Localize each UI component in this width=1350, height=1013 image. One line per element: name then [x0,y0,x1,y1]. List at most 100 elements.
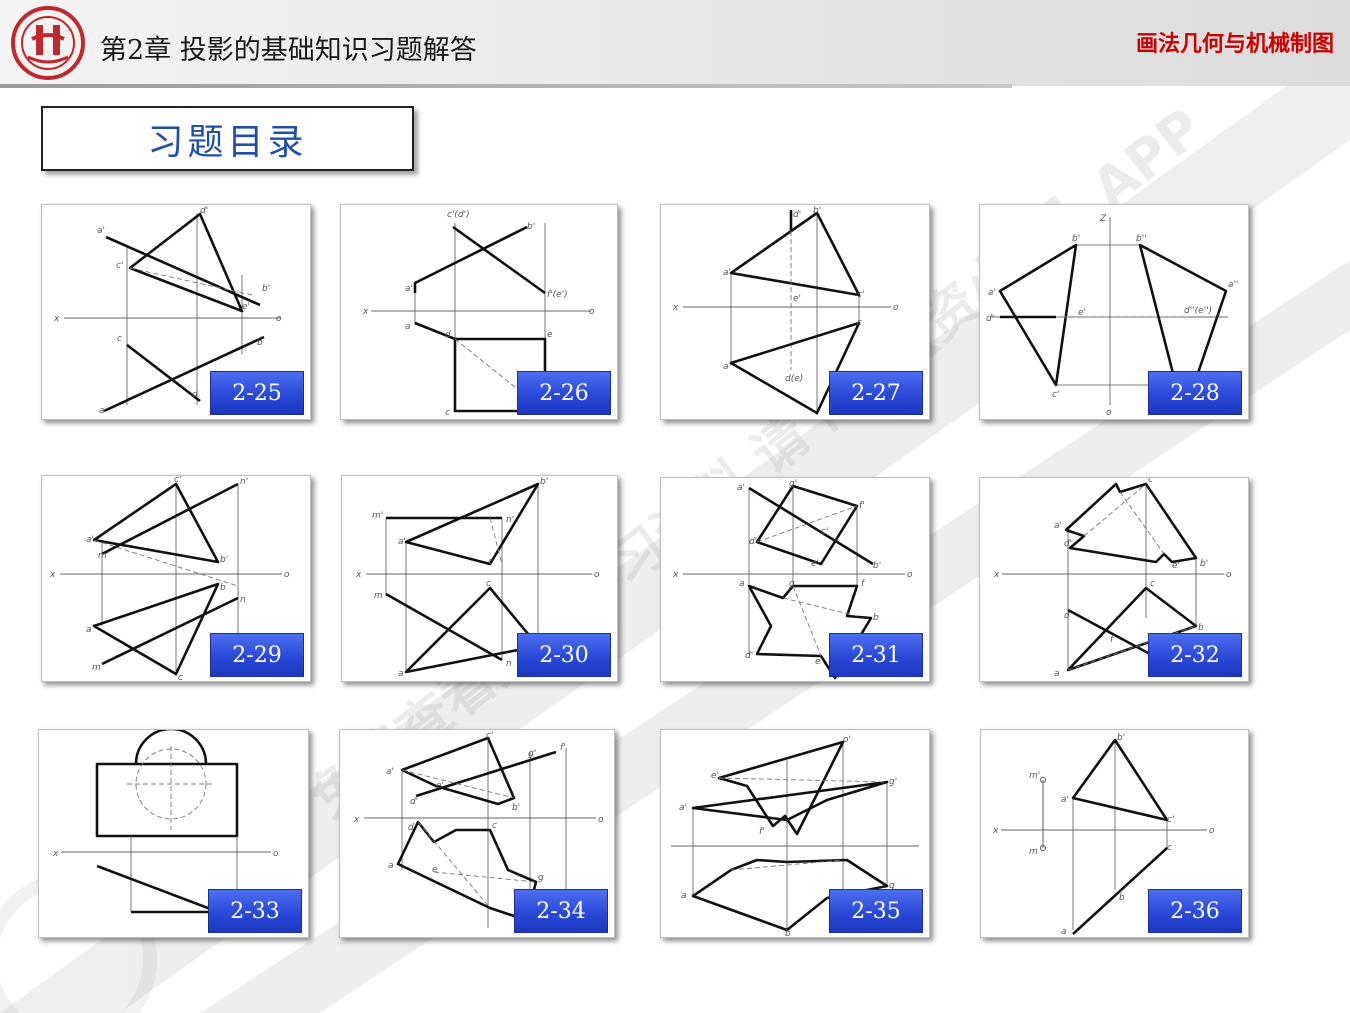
svg-text:a: a [723,362,729,372]
svg-text:d: d [445,330,451,340]
svg-text:b': b' [1117,733,1125,743]
svg-text:m: m [1029,847,1038,857]
svg-text:e: e [815,657,821,667]
svg-text:b: b [873,613,879,623]
exercise-badge[interactable]: 2-32 [1148,633,1242,677]
svg-text:c: c [1150,579,1155,589]
svg-text:c': c' [1167,815,1174,825]
svg-text:o: o [907,570,913,580]
svg-text:a: a [86,625,92,635]
svg-text:n: n [240,595,246,605]
svg-text:a'': a'' [1228,280,1238,290]
svg-text:a: a [739,579,745,589]
exercise-badge[interactable]: 2-31 [829,633,923,677]
exercise-badge[interactable]: 2-30 [517,633,611,677]
svg-text:x: x [52,849,59,859]
svg-text:b': b' [527,222,535,232]
svg-text:e': e' [1078,308,1086,318]
svg-text:o: o [1209,826,1215,836]
svg-text:a': a' [1061,795,1069,805]
svg-text:e: e [432,865,438,875]
svg-text:c'(d'): c'(d') [447,210,470,220]
svg-text:m': m' [1029,771,1040,781]
svg-text:e: e [547,330,553,340]
svg-text:a: a [1054,669,1060,679]
svg-text:g': g' [528,749,536,759]
svg-text:a: a [681,891,687,901]
svg-text:c: c [117,334,122,344]
svg-text:d: d [1064,611,1070,621]
svg-text:x: x [672,303,679,313]
section-label: 习题目录 [147,121,308,163]
svg-text:b': b' [540,477,548,487]
exercise-badge[interactable]: 2-35 [829,889,923,933]
svg-text:o: o [594,570,600,580]
university-logo [11,6,85,80]
svg-text:m: m [92,663,101,673]
svg-text:a': a' [723,268,731,278]
svg-text:c: c [857,318,862,328]
svg-text:o: o [589,307,595,317]
svg-text:o': o' [843,735,851,745]
svg-text:b': b' [1072,234,1080,244]
svg-text:c': c' [486,731,493,741]
svg-text:f': f' [859,501,865,511]
svg-text:a': a' [1054,521,1062,531]
projection-figure: o'e' a'g' f'a gb [671,735,919,937]
svg-text:d': d' [410,797,418,807]
exercise-badge[interactable]: 2-28 [1148,371,1242,415]
svg-text:c': c' [116,261,123,271]
svg-text:b: b [257,338,263,348]
svg-text:e': e' [711,771,719,781]
exercise-badge[interactable]: 2-26 [517,371,611,415]
svg-text:c: c [486,579,491,589]
svg-text:n: n [506,659,512,669]
exercise-badge[interactable]: 2-29 [210,633,304,677]
svg-text:c': c' [821,527,828,537]
exercise-badge[interactable]: 2-34 [514,889,608,933]
svg-text:f: f [1110,635,1115,645]
svg-text:a': a' [86,535,94,545]
exercise-badge[interactable]: 2-33 [208,889,302,933]
svg-text:a': a' [737,483,745,493]
svg-text:e': e' [793,294,801,304]
svg-text:a': a' [679,803,687,813]
svg-text:e': e' [1172,561,1180,571]
svg-text:a': a' [988,288,996,298]
svg-text:e': e' [436,781,444,791]
svg-text:b': b' [512,803,520,813]
exercise-badge[interactable]: 2-25 [210,371,304,415]
svg-text:b': b' [220,555,228,565]
svg-text:a': a' [386,767,394,777]
svg-text:d': d' [1064,539,1072,549]
svg-text:e': e' [242,302,250,312]
header-bar [0,0,1350,86]
exercise-badge[interactable]: 2-27 [829,371,923,415]
svg-text:f'(e'): f'(e') [547,290,568,300]
svg-text:c': c' [857,290,864,300]
svg-text:b': b' [873,561,881,571]
exercise-badge[interactable]: 2-36 [1148,889,1242,933]
svg-text:x: x [362,307,369,317]
header-divider [0,84,1012,88]
svg-text:o: o [893,303,899,313]
svg-text:x: x [672,570,679,580]
svg-text:f': f' [560,743,566,753]
svg-text:n': n' [240,477,248,487]
svg-text:o: o [273,849,279,859]
